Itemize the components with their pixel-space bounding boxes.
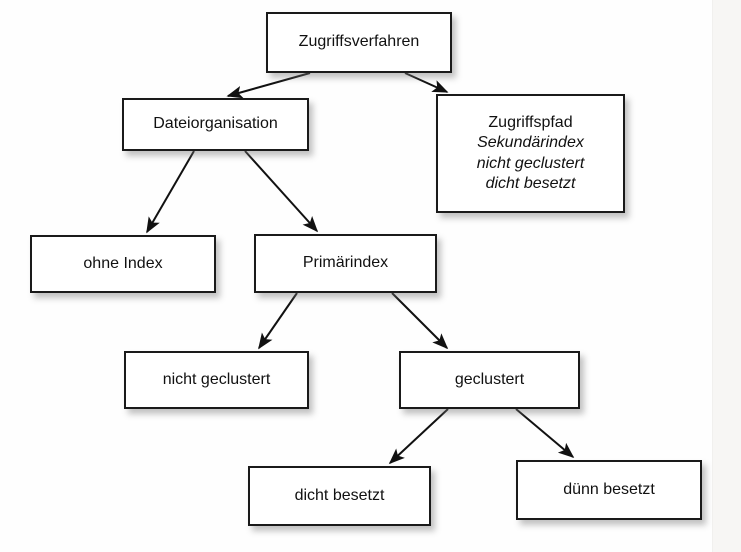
node-label-line: Primärindex (302, 254, 389, 272)
node-zugriffsverfahren[interactable]: Zugriffsverfahren (266, 12, 452, 73)
node-ohne-index[interactable]: ohne Index (30, 235, 216, 293)
node-geclustert[interactable]: geclustert (399, 351, 580, 409)
node-label-line: dicht besetzt (485, 174, 576, 192)
edge-geclustert-dicht-besetzt (388, 408, 449, 465)
node-label-dateiorganisation: Dateiorganisation (147, 114, 284, 134)
node-primaerindex[interactable]: Primärindex (254, 234, 437, 293)
node-label-line: ohne Index (83, 254, 163, 272)
node-label-nicht-geclustert: nicht geclustert (157, 370, 277, 390)
node-nicht-geclustert[interactable]: nicht geclustert (124, 351, 309, 409)
node-label-zugriffsverfahren: Zugriffsverfahren (293, 32, 426, 52)
node-label-ohne-index: ohne Index (77, 254, 168, 274)
node-label-primaerindex: Primärindex (297, 253, 394, 273)
node-label-duenn-besetzt: dünn besetzt (557, 480, 661, 500)
node-label-line: nicht geclustert (476, 154, 585, 172)
node-label-line: Zugriffspfad (488, 113, 573, 131)
node-label-line: Dateiorganisation (153, 115, 278, 133)
node-label-line: Zugriffsverfahren (298, 33, 420, 51)
node-label-line: dicht besetzt (294, 486, 385, 504)
edge-zugriffsverfahren-zugriffspfad (404, 72, 449, 93)
node-dicht-besetzt[interactable]: dicht besetzt (248, 466, 431, 526)
edge-primaerindex-geclustert (391, 292, 449, 350)
node-duenn-besetzt[interactable]: dünn besetzt (516, 460, 702, 520)
node-label-line: geclustert (454, 370, 525, 388)
node-label-dicht-besetzt: dicht besetzt (289, 486, 391, 506)
node-label-line: Sekundärindex (477, 134, 584, 152)
node-dateiorganisation[interactable]: Dateiorganisation (122, 98, 309, 151)
edge-primaerindex-nicht-geclustert (258, 292, 298, 350)
edge-zugriffsverfahren-dateiorganisation (226, 72, 311, 99)
node-label-line: dünn besetzt (563, 480, 655, 498)
edge-dateiorganisation-primaerindex (244, 150, 319, 233)
edge-geclustert-duenn-besetzt (515, 408, 575, 459)
page-margin-strip (712, 0, 741, 552)
node-label-geclustert: geclustert (449, 370, 530, 390)
node-label-line: nicht geclustert (162, 370, 271, 388)
edge-dateiorganisation-ohne-index (146, 150, 195, 234)
